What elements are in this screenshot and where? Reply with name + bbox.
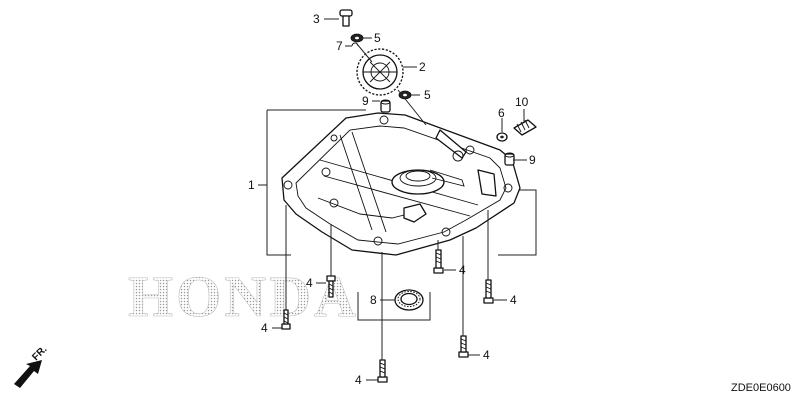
oil-seal-part [394,289,424,311]
assembly-bracket [258,109,537,321]
washer-part-lower [398,90,412,100]
callout-3: 3 [313,12,320,26]
flange-bolt-6 [377,359,388,383]
callout-4-c: 4 [459,263,466,277]
front-direction-arrow-icon: FR. [14,344,50,388]
callout-5-upper: 5 [374,31,381,45]
callout-2: 2 [419,60,426,74]
flange-bolt-4 [483,279,494,304]
front-label: FR. [30,344,49,363]
diagram-code: ZDE0E0600 [731,382,791,394]
callout-4-f: 4 [355,373,362,387]
callout-7: 7 [336,39,343,53]
callout-4-a: 4 [306,276,313,290]
callout-5-lower: 5 [424,88,431,102]
callout-4-d: 4 [510,293,517,307]
governor-gear-part [356,48,404,96]
callout-8: 8 [370,293,377,307]
callout-10: 10 [515,95,529,109]
crankcase-cover-part [281,112,521,256]
pin-part [339,9,353,27]
callout-4-e: 4 [483,348,490,362]
assembly-lines [285,43,489,360]
callout-4-b: 4 [261,321,268,335]
washer-part-upper [350,33,364,43]
callout-9-right: 9 [529,153,536,167]
callout-1: 1 [248,178,255,192]
svg-text:HONDA: HONDA [128,264,359,329]
callout-9-left: 9 [362,94,369,108]
dowel-pin-part-left [380,99,391,113]
callout-6: 6 [498,106,505,120]
drain-bolt-part [513,119,537,136]
honda-watermark-logo: HONDA [128,264,359,330]
sealing-washer-part [496,132,508,142]
flange-bolt-3 [433,249,444,274]
dowel-pin-part-right [504,152,515,166]
callout-leaders [272,18,527,381]
callout-labels: 1 2 3 5 7 5 9 6 10 9 4 4 4 4 4 4 8 [248,12,536,387]
flange-bolt-5 [458,335,469,358]
